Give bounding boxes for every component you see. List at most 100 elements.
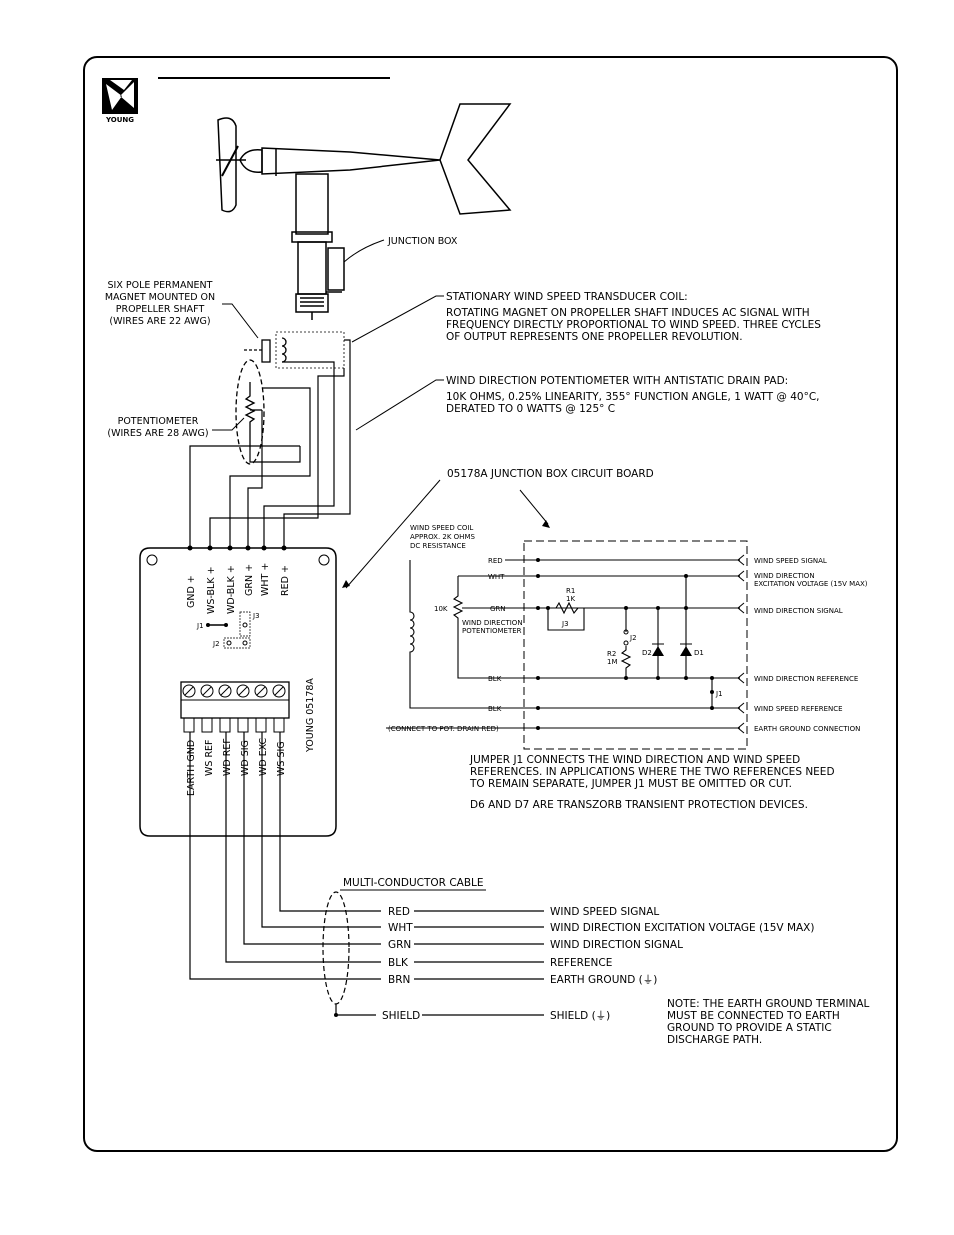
- label-junction-box: JUNCTION BOX: [387, 236, 458, 247]
- svg-text:WIND SPEED REFERENCE: WIND SPEED REFERENCE: [754, 705, 843, 713]
- svg-text:WIND DIRECTION SIGNAL: WIND DIRECTION SIGNAL: [754, 607, 843, 615]
- board-title: 05178A JUNCTION BOX CIRCUIT BOARD: [447, 468, 654, 480]
- svg-text:BLK: BLK: [388, 957, 409, 969]
- board-j3: J3: [252, 612, 260, 620]
- svg-text:PROPELLER SHAFT: PROPELLER SHAFT: [116, 304, 205, 315]
- leader-potentiometer: [212, 417, 245, 431]
- term-ws-ref: WS REF: [204, 739, 215, 776]
- svg-text:D2: D2: [642, 649, 652, 657]
- svg-text:REFERENCES. IN APPLICATIONS WH: REFERENCES. IN APPLICATIONS WHERE THE TW…: [470, 766, 835, 778]
- svg-text:EARTH GROUND (⏚): EARTH GROUND (⏚): [550, 974, 657, 986]
- svg-text:R2: R2: [607, 650, 616, 658]
- schematic: WIND SPEED COIL APPROX. 2K OHMS DC RESIS…: [386, 524, 868, 750]
- svg-text:RED: RED: [388, 906, 410, 918]
- svg-text:TO REMAIN SEPARATE, JUMPER J1: TO REMAIN SEPARATE, JUMPER J1 MUST BE OM…: [469, 778, 792, 790]
- svg-text:REFERENCE: REFERENCE: [550, 957, 612, 969]
- pot-desc-1: 10K OHMS, 0.25% LINEARITY, 355° FUNCTION…: [446, 391, 819, 403]
- shield-node: [334, 1013, 338, 1017]
- arrow-board-left: [342, 580, 350, 588]
- leader-pot: [355, 379, 444, 431]
- svg-text:RED: RED: [488, 557, 503, 565]
- coil-desc-2: FREQUENCY DIRECTLY PROPORTIONAL TO WIND …: [446, 319, 821, 331]
- magnet-and-coil: [244, 331, 345, 369]
- svg-text:SHIELD: SHIELD: [382, 1010, 420, 1022]
- coil-desc-1: ROTATING MAGNET ON PROPELLER SHAFT INDUC…: [446, 307, 810, 319]
- svg-text:(WIRES ARE 22 AWG): (WIRES ARE 22 AWG): [109, 316, 210, 327]
- svg-text:WIND SPEED SIGNAL: WIND SPEED SIGNAL: [754, 557, 827, 565]
- svg-text:D1: D1: [694, 649, 704, 657]
- page-frame: [83, 56, 898, 1152]
- svg-text:MUST BE CONNECTED TO EARTH: MUST BE CONNECTED TO EARTH: [667, 1010, 840, 1022]
- arrow-board-right: [542, 520, 550, 528]
- junction-box-board: GND + WS-BLK + WD-BLK + GRN + WHT + RED …: [139, 545, 337, 837]
- term-ws-sig: WS SIG: [276, 741, 287, 776]
- svg-text:APPROX. 2K OHMS: APPROX. 2K OHMS: [410, 533, 475, 541]
- svg-text:BRN: BRN: [388, 974, 410, 986]
- svg-text:DC RESISTANCE: DC RESISTANCE: [410, 542, 466, 550]
- cable-title: MULTI-CONDUCTOR CABLE: [343, 877, 484, 889]
- svg-text:JUMPER J1 CONNECTS THE WIND DI: JUMPER J1 CONNECTS THE WIND DIRECTION AN…: [469, 754, 800, 766]
- svg-text:WHT: WHT: [488, 573, 505, 581]
- term-gnd: GND +: [186, 575, 197, 608]
- svg-text:(WIRES ARE 28 AWG): (WIRES ARE 28 AWG): [107, 428, 208, 439]
- cable-legend: RED WHT GRN BLK BRN SHIELD WIND SPEED SI…: [382, 906, 814, 1022]
- svg-text:WIND DIRECTION: WIND DIRECTION: [462, 619, 523, 627]
- term-wd-exc: WD EXC: [258, 737, 269, 776]
- jumper-note: JUMPER J1 CONNECTS THE WIND DIRECTION AN…: [469, 754, 835, 811]
- svg-text:WHT: WHT: [388, 922, 413, 934]
- term-grn: GRN +: [244, 564, 255, 596]
- svg-text:D6 AND D7 ARE TRANSZORB TRANSI: D6 AND D7 ARE TRANSZORB TRANSIENT PROTEC…: [470, 799, 808, 811]
- svg-text:J1: J1: [715, 690, 723, 698]
- coil-desc-3: OF OUTPUT REPRESENTS ONE PROPELLER REVOL…: [446, 331, 743, 343]
- magnet-label: SIX POLE PERMANENT MAGNET MOUNTED ON PRO…: [105, 280, 215, 327]
- svg-text:WIND DIRECTION EXCITATION VOLT: WIND DIRECTION EXCITATION VOLTAGE (15V M…: [550, 922, 814, 934]
- svg-text:(CONNECT TO POT. DRAIN RED): (CONNECT TO POT. DRAIN RED): [388, 725, 499, 733]
- board-model: YOUNG 05178A: [305, 678, 316, 753]
- anemometer-drawing: [216, 103, 512, 320]
- board-j2: J2: [212, 640, 220, 648]
- leader-junction-box: [343, 239, 385, 263]
- svg-text:GRN: GRN: [490, 605, 506, 613]
- svg-text:BLK: BLK: [488, 705, 502, 713]
- young-logo: YOUNG: [102, 78, 138, 124]
- svg-text:10K: 10K: [434, 605, 448, 613]
- svg-text:J2: J2: [629, 634, 637, 642]
- potentiometer-label: POTENTIOMETER (WIRES ARE 28 AWG): [107, 416, 208, 439]
- svg-text:GROUND TO PROVIDE A STATIC: GROUND TO PROVIDE A STATIC: [667, 1022, 832, 1034]
- svg-text:DISCHARGE PATH.: DISCHARGE PATH.: [667, 1034, 762, 1046]
- svg-text:1K: 1K: [566, 595, 575, 603]
- term-wd-ref: WD REF: [222, 738, 233, 776]
- svg-text:NOTE: THE EARTH GROUND TERMIN: NOTE: THE EARTH GROUND TERMINAL: [667, 998, 870, 1010]
- board-j1: J1: [196, 622, 204, 630]
- earth-note: NOTE: THE EARTH GROUND TERMINAL MUST BE …: [667, 998, 870, 1046]
- svg-text:WIND DIRECTION SIGNAL: WIND DIRECTION SIGNAL: [550, 939, 683, 951]
- svg-text:MAGNET MOUNTED ON: MAGNET MOUNTED ON: [105, 292, 215, 303]
- svg-text:SIX POLE PERMANENT: SIX POLE PERMANENT: [108, 280, 213, 291]
- pot-title: WIND DIRECTION POTENTIOMETER WITH ANTIST…: [446, 375, 788, 387]
- leader-coil: [351, 295, 444, 343]
- svg-text:WIND DIRECTION REFERENCE: WIND DIRECTION REFERENCE: [754, 675, 858, 683]
- svg-text:GRN: GRN: [388, 939, 411, 951]
- term-wht: WHT +: [260, 563, 271, 596]
- svg-text:J3: J3: [561, 620, 569, 628]
- logo-text: YOUNG: [105, 116, 134, 124]
- svg-text:WIND DIRECTION: WIND DIRECTION: [754, 572, 815, 580]
- leader-board-left: [345, 479, 441, 589]
- svg-text:WIND SPEED COIL: WIND SPEED COIL: [410, 524, 473, 532]
- leader-board-right: [519, 489, 549, 525]
- svg-text:POTENTIOMETER: POTENTIOMETER: [118, 416, 199, 427]
- svg-text:WIND SPEED SIGNAL: WIND SPEED SIGNAL: [550, 906, 659, 918]
- svg-text:EXCITATION VOLTAGE (15V MAX): EXCITATION VOLTAGE (15V MAX): [754, 580, 868, 588]
- svg-text:1M: 1M: [607, 658, 618, 666]
- term-wd-blk: WD-BLK +: [226, 565, 237, 614]
- term-earth-gnd: EARTH GND: [186, 740, 197, 796]
- svg-text:EARTH GROUND CONNECTION: EARTH GROUND CONNECTION: [754, 725, 860, 733]
- cable-wires: [189, 732, 544, 1016]
- sensor-wires: [189, 339, 351, 548]
- potentiometer-symbol: [235, 359, 265, 465]
- pot-desc-2: DERATED TO 0 WATTS @ 125° C: [446, 403, 615, 415]
- coil-title: STATIONARY WIND SPEED TRANSDUCER COIL:: [446, 291, 688, 303]
- term-red: RED +: [280, 565, 291, 596]
- term-wd-sig: WD SIG: [240, 740, 251, 776]
